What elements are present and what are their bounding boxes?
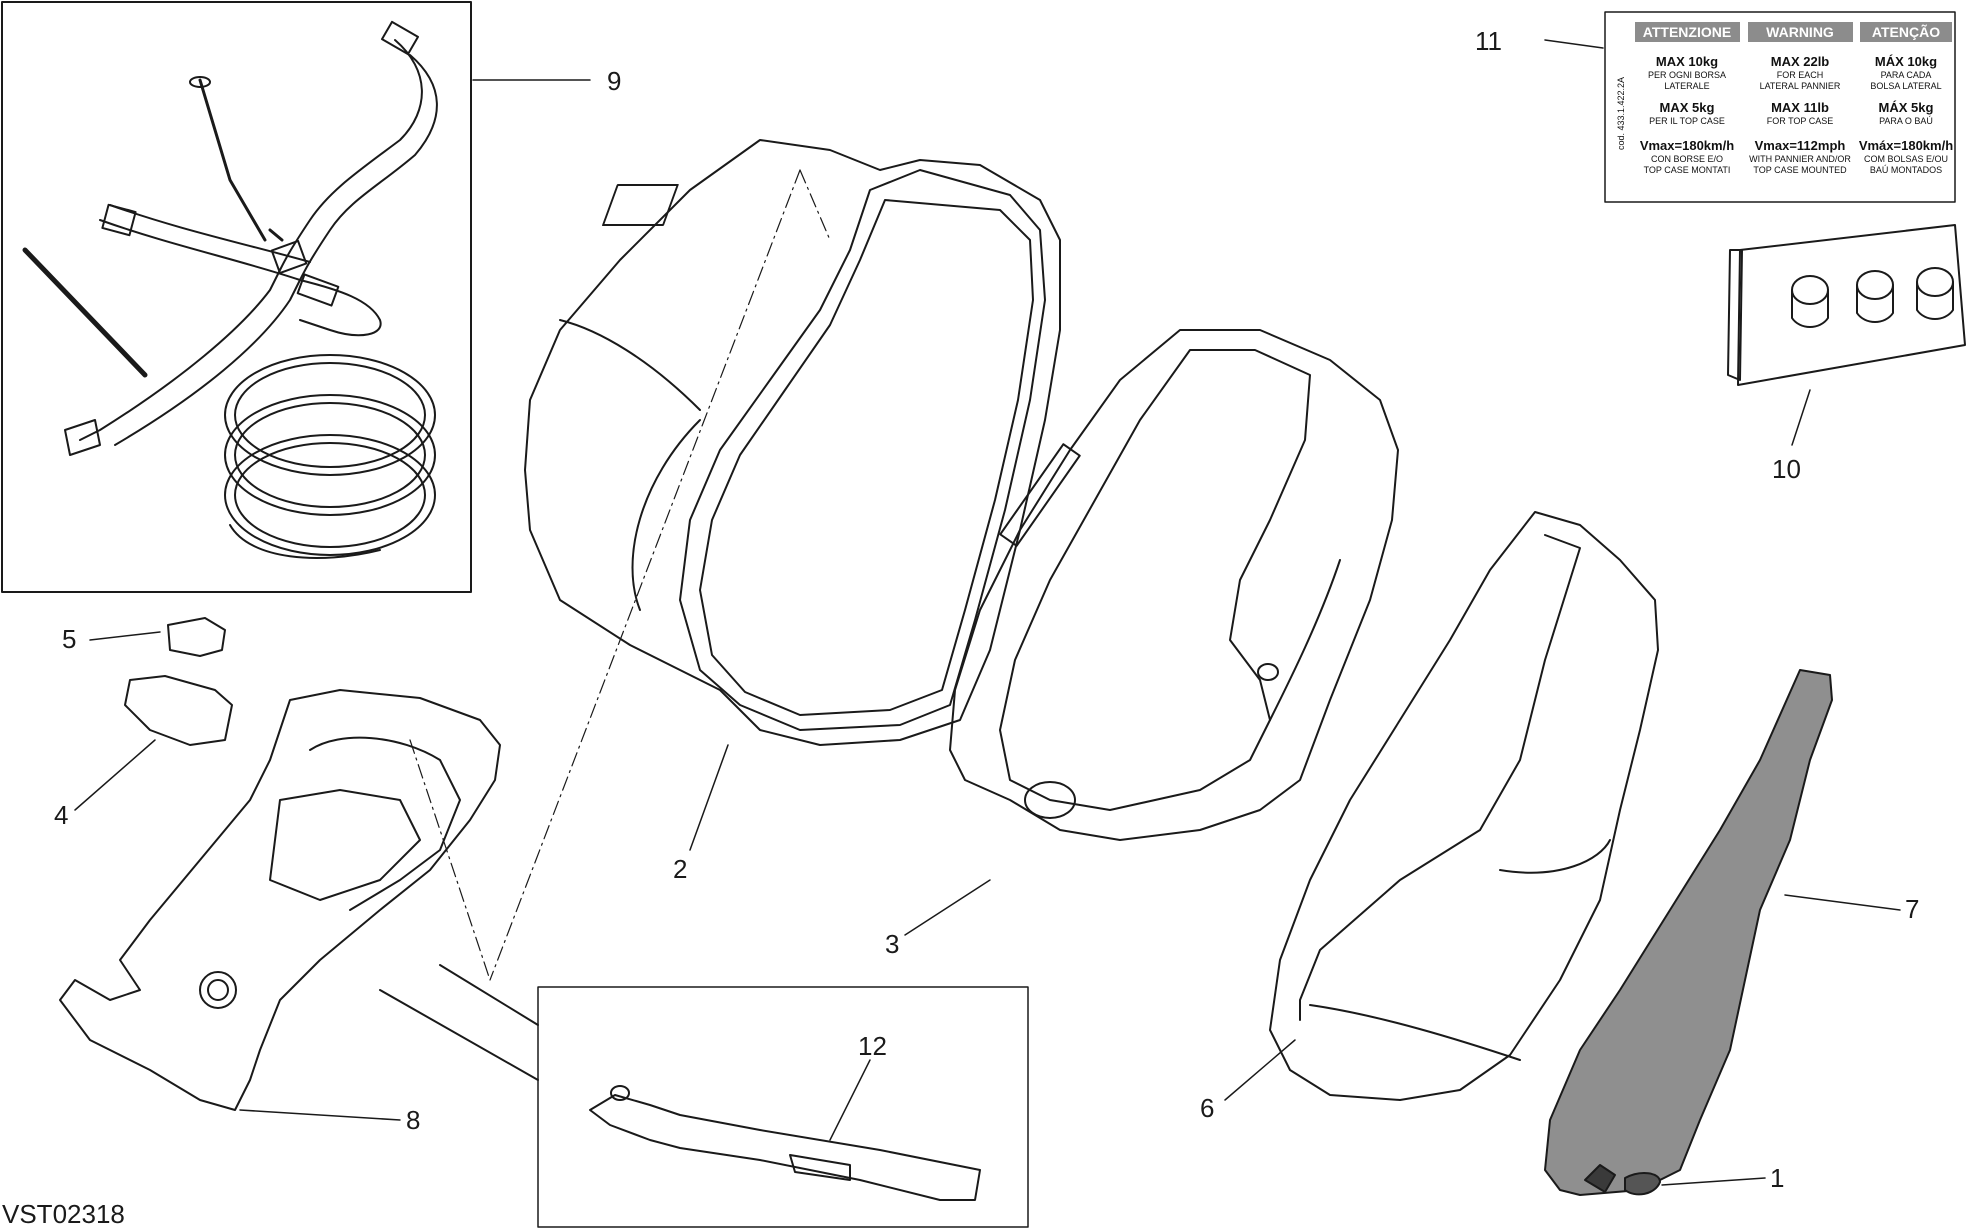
small-cap (1624, 1172, 1766, 1196)
seal-gasket-coil (224, 354, 436, 559)
label-text: Vmax=112mph (1755, 138, 1846, 153)
label-text: MAX 22lb (1771, 54, 1830, 69)
warning-label (1544, 11, 1956, 203)
diagram-code: VST02318 (2, 1199, 125, 1229)
label-text: Vmax=180km/h (1640, 138, 1734, 153)
label-text: PER OGNI BORSA (1648, 70, 1726, 80)
label-text: Vmáx=180km/h (1859, 138, 1953, 153)
label-text: CON BORSE E/O (1651, 154, 1723, 164)
callout-1: 1 (1770, 1163, 1784, 1193)
label-text: TOP CASE MOUNTED (1753, 165, 1847, 175)
label-text: COM BOLSAS E/OU (1864, 154, 1948, 164)
callout-leader-3 (904, 879, 991, 936)
callout-2: 2 (673, 854, 687, 884)
callout-leader-8 (239, 1109, 401, 1121)
label-text: MAX 11lb (1771, 100, 1829, 115)
callout-leader-12 (829, 1059, 871, 1141)
callout-leader-10 (1791, 389, 1811, 446)
label-text: MÁX 10kg (1875, 54, 1937, 69)
pannier-outer-cover (1224, 511, 1659, 1101)
strap-kit-box (1, 1, 472, 593)
strap-plate (589, 1094, 981, 1201)
retaining-belt (79, 39, 438, 446)
label-text: PARA CADA (1881, 70, 1932, 80)
clip-bracket (74, 675, 233, 811)
callout-numbers: 1 2 3 4 5 6 7 8 9 10 11 12 (54, 26, 1919, 1193)
label-header-en: WARNING (1766, 24, 1834, 40)
label-text: MÁX 5kg (1879, 100, 1934, 115)
callout-5: 5 (62, 624, 76, 654)
detail-box-12 (379, 964, 1029, 1228)
label-text: BOLSA LATERAL (1870, 81, 1941, 91)
callout-6: 6 (1200, 1093, 1214, 1123)
label-text: PER IL TOP CASE (1649, 116, 1725, 126)
callout-leader-5 (89, 631, 161, 641)
label-header-pt: ATENÇÃO (1872, 23, 1940, 40)
warning-label-headers (1635, 22, 1952, 42)
tie-wrap (22, 247, 148, 378)
callout-leader-1 (1661, 1177, 1766, 1186)
label-text: PARA O BAÚ (1879, 116, 1933, 126)
label-text: LATERALE (1664, 81, 1709, 91)
label-text: FOR EACH (1777, 70, 1824, 80)
label-text: MAX 10kg (1656, 54, 1718, 69)
callout-leader-6 (1224, 1039, 1296, 1101)
callout-12: 12 (858, 1031, 887, 1061)
cable-strap (198, 78, 267, 242)
pannier-shell-rear (524, 139, 1061, 851)
warning-label-text: ATTENZIONE WARNING ATENÇÃO MAX 10kg PER … (1616, 23, 1953, 175)
callout-leader-7 (1784, 894, 1901, 911)
callout-11: 11 (1475, 26, 1502, 56)
lower-mount-panel (59, 689, 501, 1121)
callout-leader-2 (689, 744, 729, 851)
small-clip (89, 617, 226, 657)
callout-4: 4 (54, 800, 68, 830)
callout-7: 7 (1905, 894, 1919, 924)
side-panel-grey (1544, 669, 1901, 1196)
label-header-it: ATTENZIONE (1643, 24, 1731, 40)
label-code: cod. 433.1.422.2A (1616, 77, 1626, 150)
alignment-lines (409, 169, 831, 981)
label-text: MAX 5kg (1660, 100, 1715, 115)
callout-9: 9 (607, 66, 621, 96)
label-text: BAÚ MONTADOS (1870, 165, 1942, 175)
callout-8: 8 (406, 1105, 420, 1135)
callout-leader-4 (74, 739, 156, 811)
label-text: FOR TOP CASE (1767, 116, 1834, 126)
strap-kit-group (1, 1, 591, 593)
callout-3: 3 (885, 929, 899, 959)
label-text: WITH PANNIER AND/OR (1749, 154, 1851, 164)
label-text: TOP CASE MONTATI (1644, 165, 1731, 175)
pannier-inner-frame (904, 329, 1399, 936)
callout-leader-11 (1544, 39, 1604, 49)
callout-10: 10 (1772, 454, 1801, 484)
label-text: LATERAL PANNIER (1760, 81, 1841, 91)
lock-barrel-set (1727, 224, 1966, 446)
